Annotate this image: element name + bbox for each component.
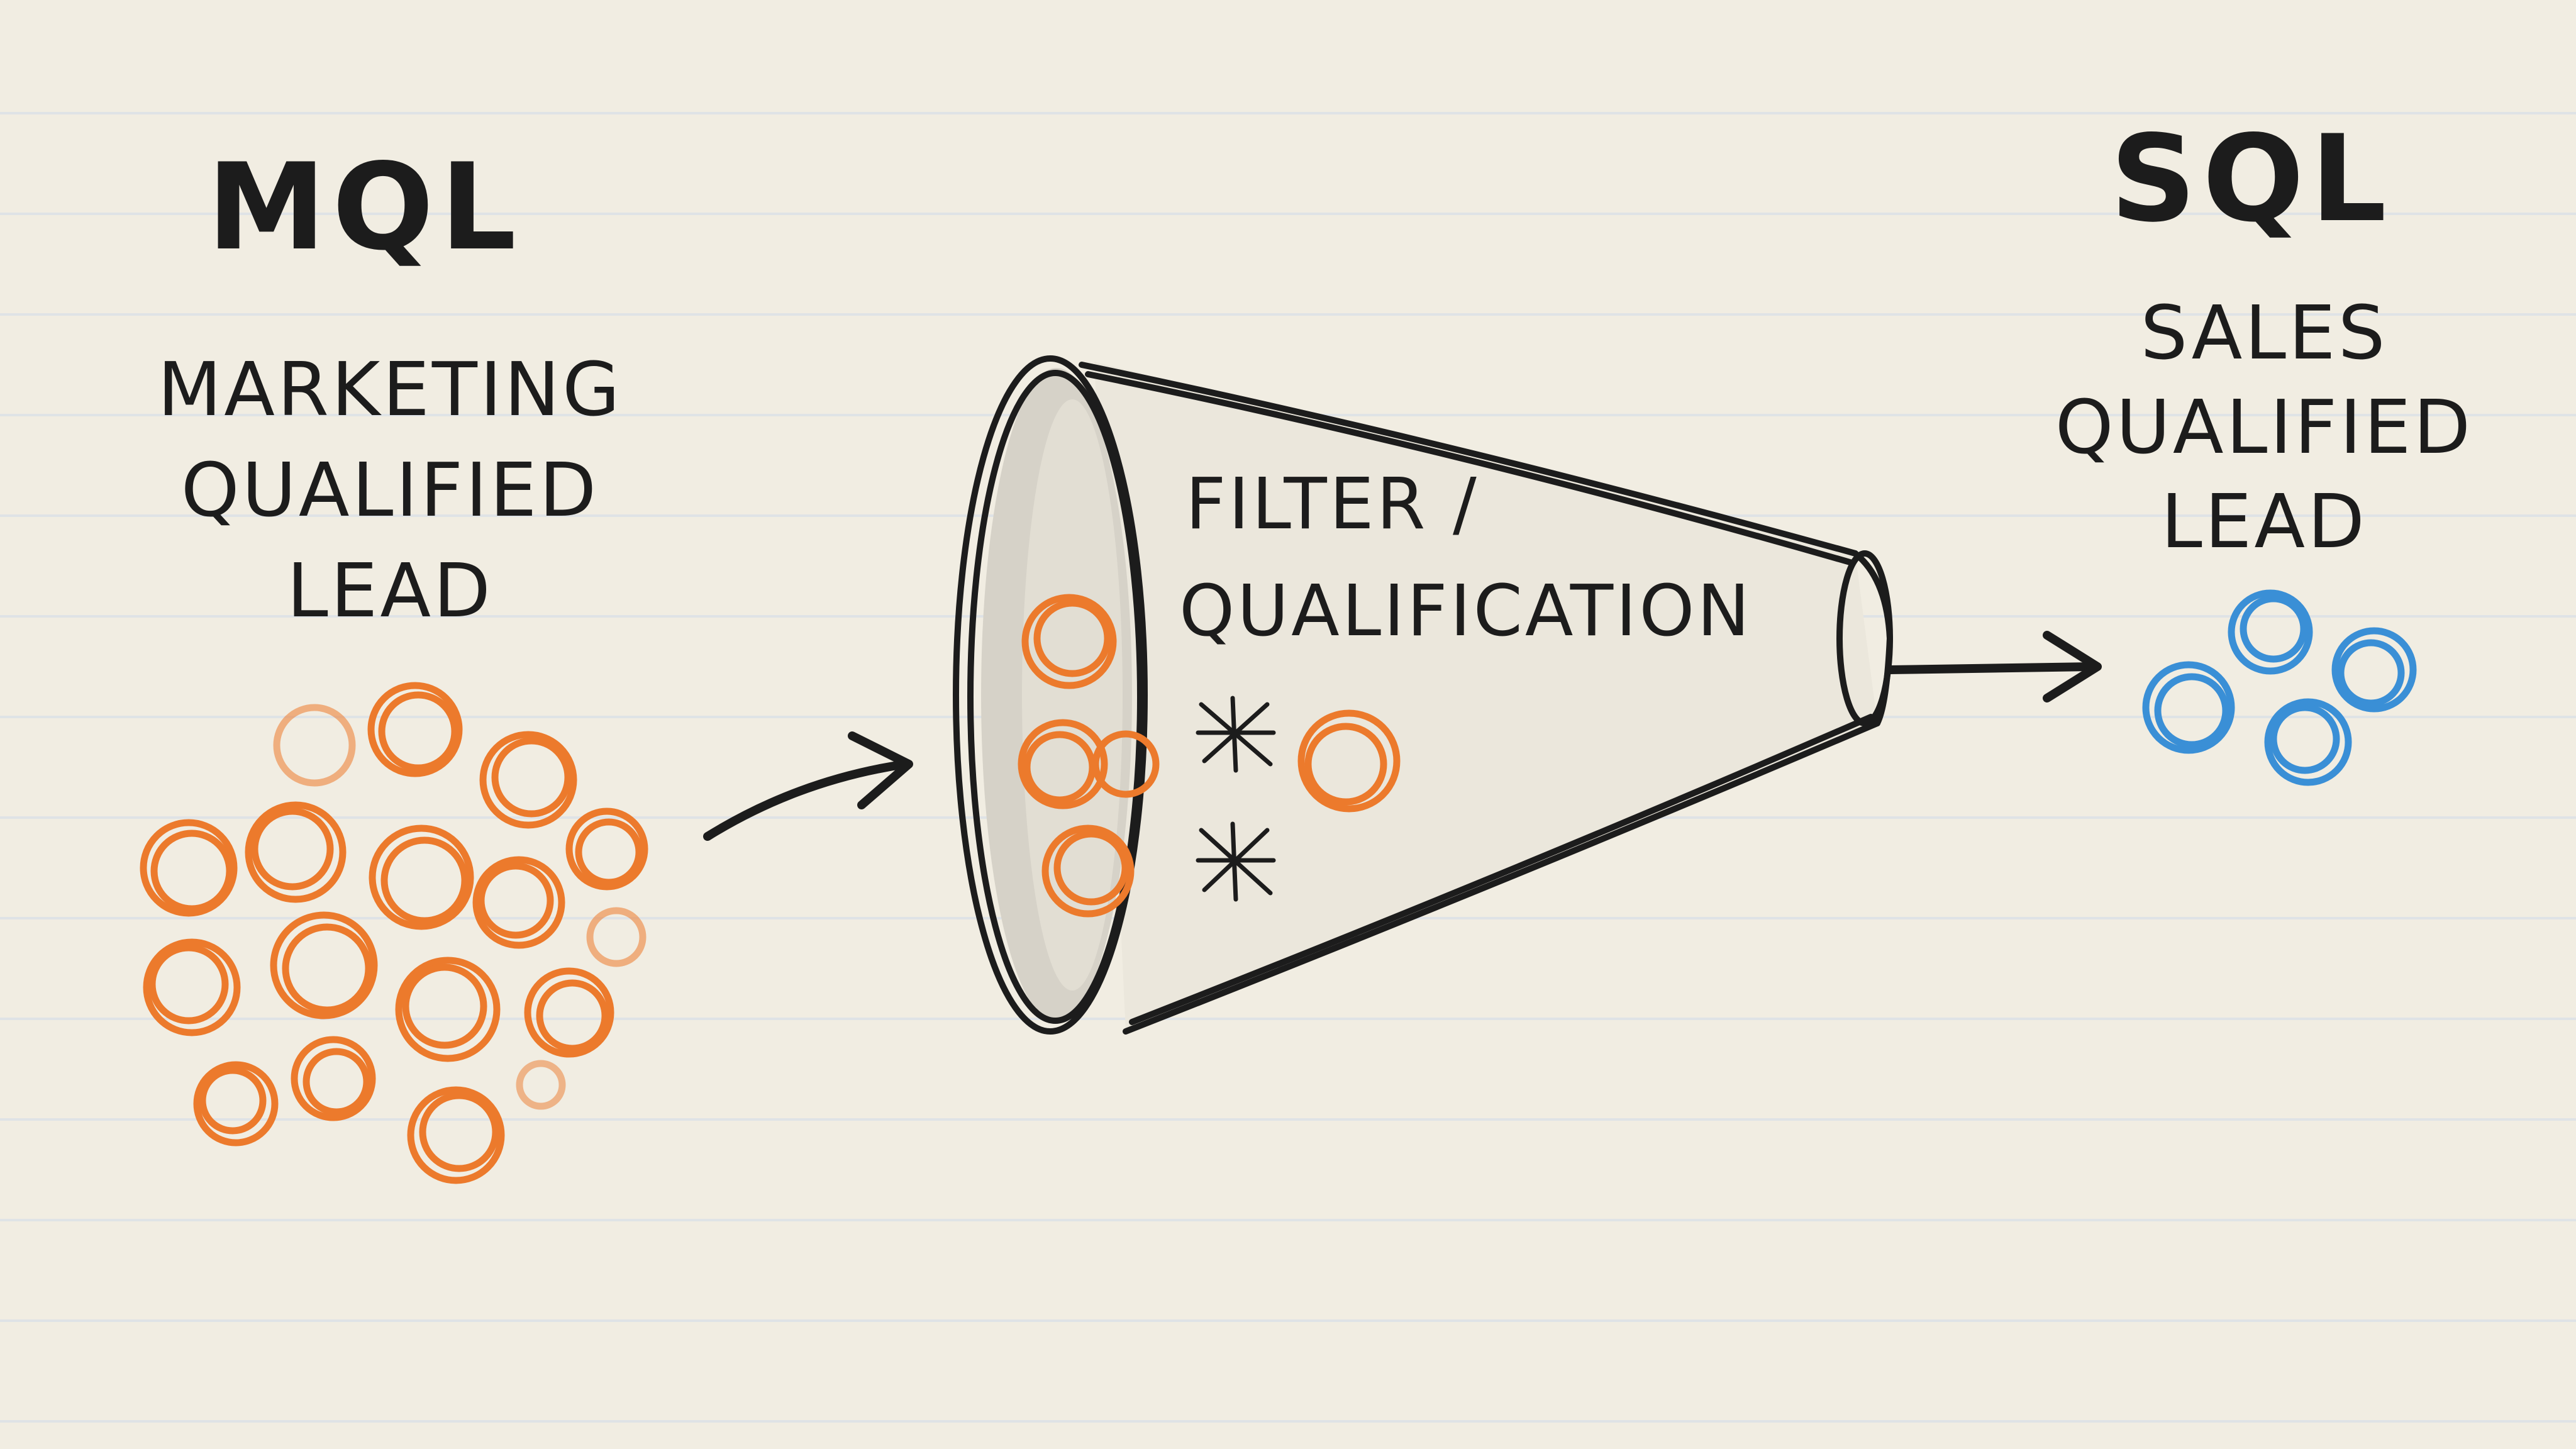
sql-line-qualified: QUALIFIED — [2055, 384, 2473, 470]
arrow-right-icon — [1885, 631, 2102, 702]
sql-line-lead: LEAD — [2161, 478, 2367, 565]
x-mark-icon — [1196, 821, 1276, 902]
x-mark-icon — [1196, 696, 1276, 773]
mql-line-qualified: QUALIFIED — [181, 447, 599, 533]
blue-circle-cluster-icon — [2142, 589, 2417, 786]
sql-line-sales: SALES — [2140, 289, 2387, 376]
funnel-icon: FILTER / QUALIFICATION — [953, 355, 1894, 1035]
mql-label-group: MQL MARKETING QUALIFIED LEAD — [157, 138, 622, 634]
mql-line-marketing: MARKETING — [157, 346, 622, 433]
funnel-label-line2: QUALIFICATION — [1179, 570, 1752, 652]
mql-acronym: MQL — [207, 138, 523, 277]
funnel-label-line1: FILTER / — [1185, 464, 1479, 545]
orange-circle-cluster-icon — [140, 682, 648, 1184]
mql-line-lead: LEAD — [287, 547, 493, 634]
funnel-orange-leads — [1018, 594, 1401, 918]
arrow-right-icon — [703, 731, 913, 841]
sql-acronym: SQL — [2110, 109, 2392, 248]
sql-label-group: SQL SALES QUALIFIED LEAD — [2055, 109, 2473, 565]
